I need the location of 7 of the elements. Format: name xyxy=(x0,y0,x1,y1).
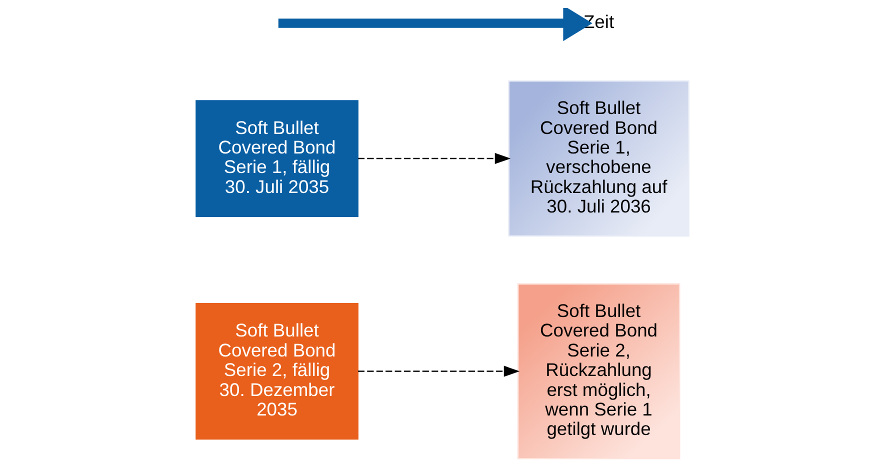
node-box: Soft Bullet Covered Bond Serie 1, verschobene Rückzahlung auf 30. Juli 2036 xyxy=(508,80,690,237)
node-box: Soft Bullet Covered Bond Serie 1, fällig 30. Juli 2035 xyxy=(196,100,358,217)
arrow xyxy=(358,366,520,377)
node-box: Soft Bullet Covered Bond Serie 2, fällig 30. Dezember 2035 xyxy=(196,302,358,440)
arrow xyxy=(278,8,592,42)
arrow xyxy=(358,153,511,164)
node-box: Soft Bullet Covered Bond Serie 2, Rückzahlung erst möglich, wenn Serie 1 getilgt wurde xyxy=(517,283,680,460)
